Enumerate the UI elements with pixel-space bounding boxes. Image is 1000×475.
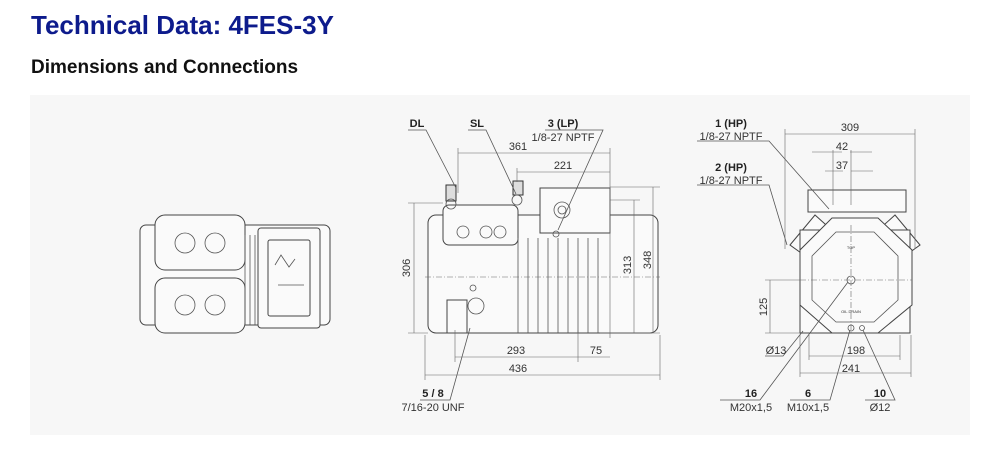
connection-16-label: 16: [745, 388, 757, 400]
dl-label: DL: [410, 118, 425, 130]
lp-connection-label: 3 (LP): [548, 118, 579, 130]
dim-241: 241: [842, 363, 860, 375]
connection-6-thread: M10x1,5: [787, 402, 829, 414]
dim-436: 436: [509, 363, 527, 375]
dim-309: 309: [841, 122, 859, 134]
hp2-connection-label: 2 (HP): [715, 162, 747, 174]
side-view-drawing: [425, 180, 660, 334]
dim-306: 306: [401, 259, 413, 277]
dim-125: 125: [758, 298, 770, 316]
oil-thread-label: 7/16-20 UNF: [402, 402, 465, 414]
connection-6-label: 6: [805, 388, 811, 400]
connection-16-thread: M20x1,5: [730, 402, 772, 414]
connection-10-label: 10: [874, 388, 886, 400]
section-subtitle: Dimensions and Connections: [31, 57, 299, 78]
dim-221: 221: [554, 160, 572, 172]
side-view-dimensions: DL SL 3 (LP) 1/8-27 NPTF 361 221 306 313…: [401, 118, 661, 414]
lp-thread-label: 1/8-27 NPTF: [532, 132, 595, 144]
oil-drain-marking: OIL DRAIN: [841, 309, 861, 314]
page-title: Technical Data: 4FES-3Y: [31, 10, 334, 40]
hp2-thread-label: 1/8-27 NPTF: [700, 175, 763, 187]
dim-diameter-13: Ø13: [766, 345, 787, 357]
hp1-connection-label: 1 (HP): [715, 118, 747, 130]
oil-connection-label: 5 / 8: [422, 388, 443, 400]
dim-313: 313: [622, 256, 634, 274]
connection-10-diameter: Ø12: [870, 402, 891, 414]
dim-198: 198: [847, 345, 865, 357]
dim-37: 37: [836, 160, 848, 172]
end-view-dimensions: 1 (HP) 1/8-27 NPTF 2 (HP) 1/8-27 NPTF 30…: [697, 118, 916, 414]
dim-348: 348: [642, 251, 654, 269]
dim-75: 75: [590, 345, 602, 357]
dim-42: 42: [836, 141, 848, 153]
top-view-drawing: [139, 214, 331, 334]
sl-label: SL: [470, 118, 484, 130]
dim-293: 293: [507, 345, 525, 357]
hp1-thread-label: 1/8-27 NPTF: [700, 131, 763, 143]
end-view-drawing: TOP OIL DRAIN: [789, 189, 921, 335]
dim-361: 361: [509, 141, 527, 153]
